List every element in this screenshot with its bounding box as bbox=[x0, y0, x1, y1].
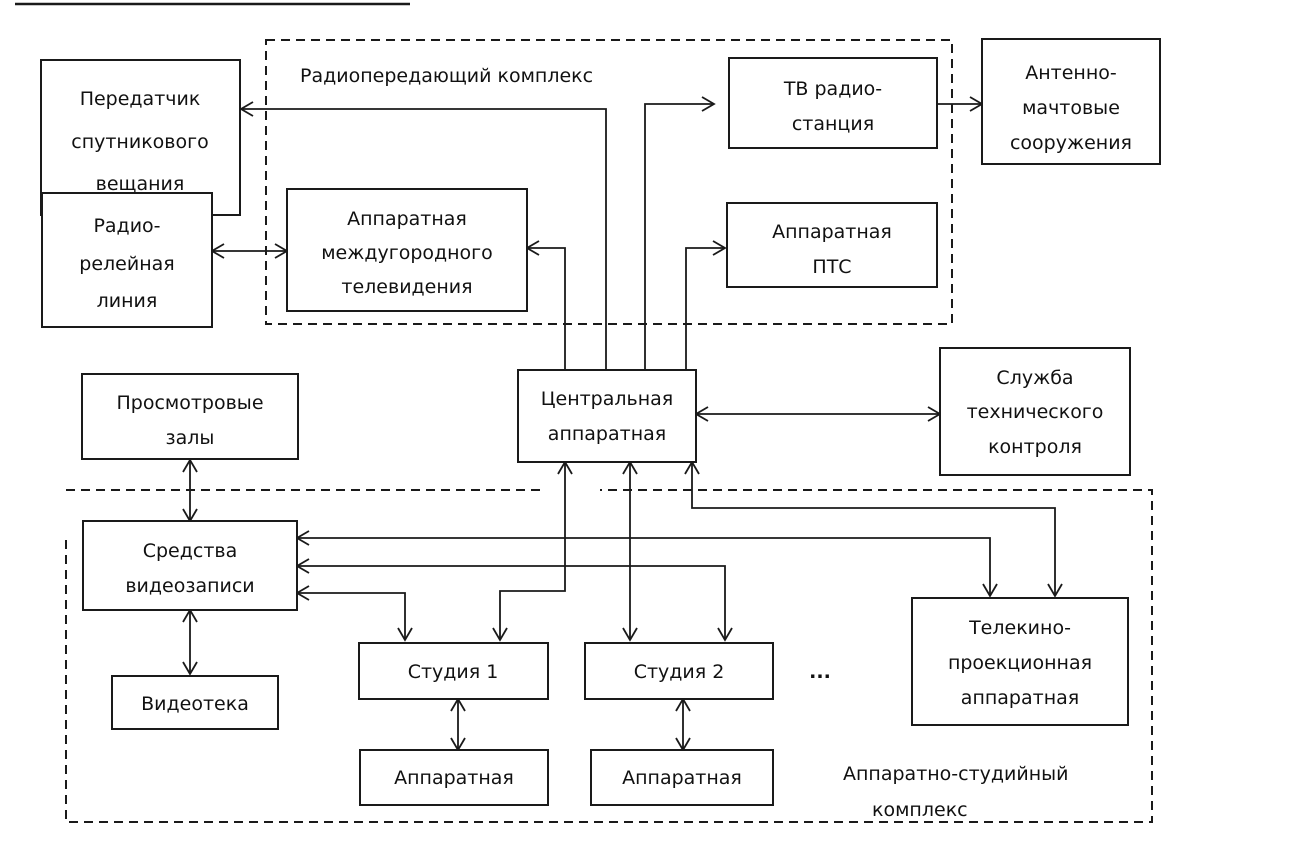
block-studio-2: Студия 2 bbox=[584, 642, 774, 700]
svg-text:Студия 1: Студия 1 bbox=[408, 661, 499, 683]
svg-text:станция: станция bbox=[792, 113, 874, 135]
svg-text:спутникового: спутникового bbox=[71, 131, 208, 153]
wire-central-telecine bbox=[691, 462, 1056, 596]
svg-text:Средства: Средства bbox=[143, 540, 238, 562]
wire-pts-central bbox=[685, 247, 725, 385]
block-antenna-mast-structures: Антенно- мачтовые сооружения bbox=[981, 38, 1161, 165]
arrowhead-icon bbox=[182, 661, 198, 676]
svg-text:аппаратная: аппаратная bbox=[548, 423, 666, 445]
svg-text:сооружения: сооружения bbox=[1010, 132, 1132, 154]
svg-text:ПТС: ПТС bbox=[812, 256, 851, 278]
block-studio-1: Студия 1 bbox=[358, 642, 549, 700]
svg-text:видеозаписи: видеозаписи bbox=[125, 575, 254, 597]
svg-text:Служба: Служба bbox=[996, 367, 1073, 389]
block-video-recording-equipment: Средства видеозаписи bbox=[82, 520, 298, 611]
svg-text:Антенно-: Антенно- bbox=[1025, 62, 1117, 84]
wire-recording-telecine bbox=[297, 537, 991, 596]
arrowhead-icon bbox=[622, 627, 638, 642]
block-telecine-projection-room: Телекино- проекционная аппаратная bbox=[911, 597, 1129, 726]
block-studio-2-control-room: Аппаратная bbox=[590, 749, 774, 806]
block-viewing-halls: Просмотровые залы bbox=[81, 373, 299, 460]
svg-text:ТВ радио-: ТВ радио- bbox=[783, 78, 882, 100]
svg-text:технического: технического bbox=[967, 401, 1104, 423]
block-satellite-transmitter: Передатчик спутникового вещания bbox=[40, 59, 241, 216]
svg-text:междугородного: междугородного bbox=[321, 242, 493, 264]
arrowhead-icon bbox=[982, 583, 998, 598]
svg-text:релейная: релейная bbox=[79, 253, 174, 275]
svg-text:мачтовые: мачтовые bbox=[1022, 97, 1120, 119]
studio-complex-label-2: комплекс bbox=[872, 799, 968, 821]
svg-text:Аппаратная: Аппаратная bbox=[772, 221, 892, 243]
svg-text:Передатчик: Передатчик bbox=[80, 88, 201, 110]
svg-text:Аппаратная: Аппаратная bbox=[622, 767, 742, 789]
block-radio-relay-line: Радио- релейная линия bbox=[41, 192, 213, 328]
block-pts-control-room: Аппаратная ПТС bbox=[726, 202, 938, 288]
block-central-control-room: Центральная аппаратная bbox=[517, 369, 697, 463]
svg-text:Центральная: Центральная bbox=[541, 388, 673, 410]
svg-text:Радио-: Радио- bbox=[93, 215, 160, 237]
svg-text:Аппаратная: Аппаратная bbox=[394, 767, 514, 789]
arrowhead-icon bbox=[492, 627, 508, 642]
svg-text:Студия 2: Студия 2 bbox=[634, 661, 725, 683]
svg-text:залы: залы bbox=[166, 427, 215, 449]
studio-complex-boundary bbox=[65, 489, 1153, 823]
more-studios-ellipsis: ... bbox=[809, 661, 831, 683]
svg-text:телевидения: телевидения bbox=[341, 276, 472, 298]
radio-transmitting-complex-boundary bbox=[265, 39, 953, 325]
block-intercity-tv-control-room: Аппаратная междугородного телевидения bbox=[286, 188, 528, 312]
block-studio-1-control-room: Аппаратная bbox=[359, 749, 549, 806]
arrowhead-icon bbox=[397, 627, 413, 642]
arrowhead-icon bbox=[712, 240, 727, 256]
studio-complex-label-1: Аппаратно-студийный bbox=[843, 763, 1069, 785]
svg-text:Видеотека: Видеотека bbox=[141, 693, 249, 715]
radio-complex-label: Радиопередающий комплекс bbox=[300, 65, 593, 87]
wire-satellite-central bbox=[240, 108, 607, 385]
connections bbox=[189, 103, 1056, 750]
svg-text:Аппаратная: Аппаратная bbox=[347, 208, 467, 230]
svg-text:контроля: контроля bbox=[988, 436, 1082, 458]
wire-recording-studio1 bbox=[297, 592, 406, 640]
wire-intercity-central bbox=[527, 247, 566, 385]
svg-text:вещания: вещания bbox=[96, 173, 185, 195]
block-tv-radio-station: ТВ радио- станция bbox=[728, 57, 938, 149]
svg-text:Просмотровые: Просмотровые bbox=[116, 392, 263, 414]
block-video-library: Видеотека bbox=[111, 675, 279, 730]
svg-text:Телекино-: Телекино- bbox=[968, 617, 1071, 639]
wire-recording-studio2 bbox=[297, 565, 726, 640]
wire-tvstation-central bbox=[644, 103, 714, 385]
arrowhead-icon bbox=[701, 96, 716, 112]
block-technical-control-service: Служба технического контроля bbox=[939, 347, 1131, 476]
wire-central-studio1 bbox=[499, 462, 566, 640]
svg-text:проекционная: проекционная bbox=[948, 652, 1092, 674]
arrowhead-icon bbox=[717, 627, 733, 642]
svg-text:аппаратная: аппаратная bbox=[961, 687, 1079, 709]
arrowhead-icon bbox=[1047, 583, 1063, 598]
svg-text:линия: линия bbox=[97, 290, 158, 312]
